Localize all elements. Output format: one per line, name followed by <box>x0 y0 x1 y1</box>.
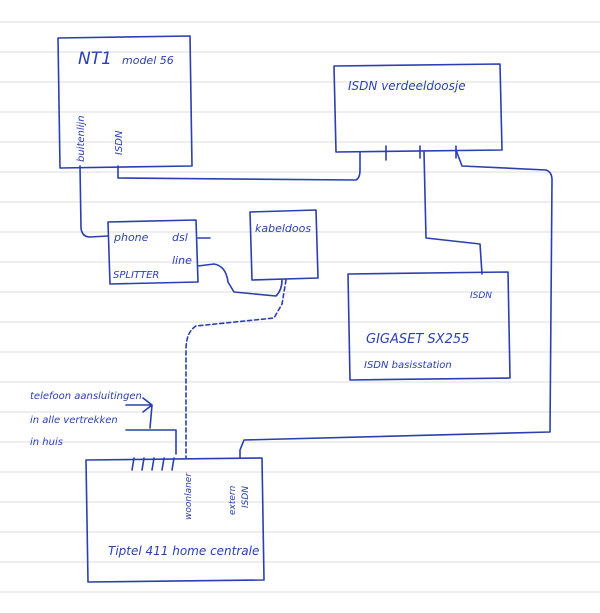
splitter-port-phone: phone <box>113 231 149 244</box>
centrale-box: Tiptel 411 home centrale woonlaner exter… <box>85 457 265 583</box>
wire-isdnbox-centrale <box>239 149 553 459</box>
centrale-title: Tiptel 411 home centrale <box>108 544 259 558</box>
nt1-box: NT1 model 56 buitenlijn ISDN <box>57 35 193 169</box>
kabeldoos-box: kabeldoos <box>249 209 319 281</box>
kabeldoos-title: kabeldoos <box>255 222 311 235</box>
nt1-port-buitenlijn: buitenlijn <box>76 115 87 162</box>
wire-nt1-splitter <box>79 165 109 238</box>
isdn-distribution-box: ISDN verdeeldoosje <box>333 63 503 153</box>
wire-kabeldoos-centrale <box>185 279 287 459</box>
gigaset-subtitle: ISDN basisstation <box>364 360 452 371</box>
note-line-2: in alle vertrekken <box>30 415 118 426</box>
wiring <box>79 145 553 459</box>
nt1-port-isdn: ISDN <box>114 130 125 155</box>
splitter-title: SPLITTER <box>113 270 159 281</box>
gigaset-title: GIGASET SX255 <box>366 332 469 347</box>
centrale-port-isdn: ISDN <box>241 486 251 508</box>
splitter-port-line: line <box>172 254 192 267</box>
splitter-box: phone dsl line SPLITTER <box>107 219 199 285</box>
wire-splitter-kabeldoos <box>197 263 283 297</box>
wire-nt1-isdnbox <box>117 151 361 181</box>
splitter-port-dsl: dsl <box>172 231 188 244</box>
note-line-3: in huis <box>30 437 63 448</box>
nt1-title: NT1 <box>78 49 112 69</box>
wire-isdnbox-gigaset <box>423 151 483 275</box>
nt1-model: model 56 <box>122 54 174 67</box>
isdn-box-title: ISDN verdeeldoosje <box>348 79 466 93</box>
ruled-lines <box>0 21 600 593</box>
note-line-1: telefoon aansluitingen <box>30 391 142 402</box>
gigaset-box: ISDN GIGASET SX255 ISDN basisstation <box>347 271 511 381</box>
gigaset-port-isdn: ISDN <box>470 291 492 301</box>
centrale-port-extern: extern <box>228 485 238 515</box>
extension-note: telefoon aansluitingen in alle vertrekke… <box>30 391 177 455</box>
centrale-port-woonlaner: woonlaner <box>184 472 194 520</box>
